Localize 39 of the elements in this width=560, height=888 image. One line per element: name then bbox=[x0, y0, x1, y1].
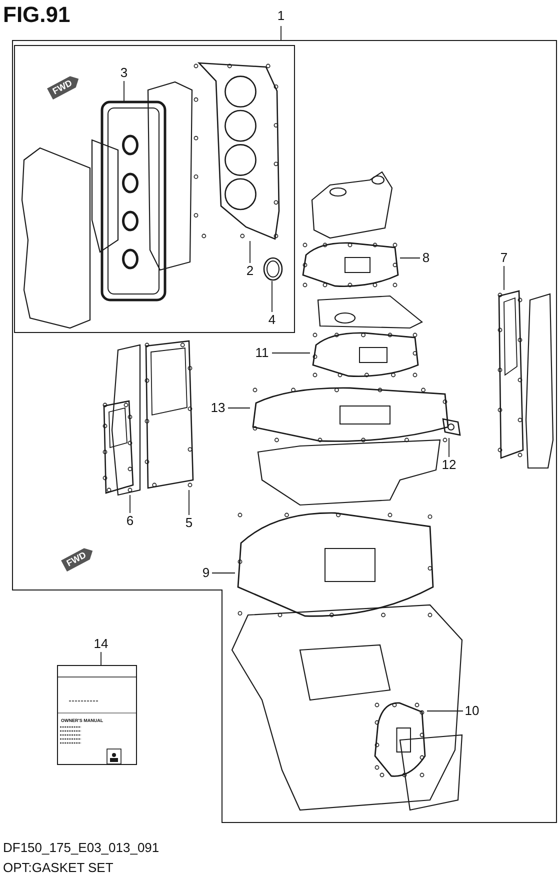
leader-line bbox=[448, 438, 450, 458]
callout-number: 3 bbox=[118, 65, 130, 81]
valve-cover-gasket-drawing bbox=[101, 101, 166, 301]
set-outline-frame bbox=[12, 40, 557, 823]
manual-drawing bbox=[57, 665, 137, 765]
gasket-drawing bbox=[100, 400, 135, 495]
figure-title: FIG.91 bbox=[3, 2, 70, 28]
leader-line bbox=[188, 490, 190, 516]
gasket-drawing bbox=[300, 240, 400, 290]
callout-number: 8 bbox=[420, 250, 432, 266]
callout-number: 9 bbox=[200, 565, 212, 581]
subset-outline-frame bbox=[14, 45, 295, 333]
leader-line bbox=[426, 710, 464, 712]
gasket-drawing bbox=[372, 700, 427, 780]
leader-line bbox=[280, 26, 282, 40]
callout-number: 12 bbox=[440, 457, 458, 473]
callout-number: 6 bbox=[124, 513, 136, 529]
callout-number: 11 bbox=[252, 345, 272, 361]
gasket-drawing bbox=[495, 290, 525, 460]
leader-line bbox=[100, 652, 102, 666]
leader-line bbox=[212, 572, 236, 574]
drawing-reference: DF150_175_E03_013_091 bbox=[3, 840, 160, 856]
gasket-drawing bbox=[235, 510, 435, 620]
leader-line bbox=[272, 352, 310, 354]
gasket-drawing bbox=[310, 330, 420, 380]
callout-number: 14 bbox=[92, 636, 110, 652]
callout-number: 4 bbox=[266, 312, 278, 328]
callout-number: 5 bbox=[183, 515, 195, 531]
drawing-reference: OPT:GASKET SET bbox=[3, 860, 114, 876]
o-ring-drawing bbox=[263, 257, 283, 281]
callout-number: 2 bbox=[244, 263, 256, 279]
callout-number: 1 bbox=[274, 8, 288, 26]
callout-number: 7 bbox=[498, 250, 510, 266]
callout-number: 10 bbox=[463, 703, 481, 719]
callout-number: 13 bbox=[208, 400, 228, 416]
gasket-drawing bbox=[142, 340, 195, 490]
gasket-drawing bbox=[250, 385, 450, 445]
head-gasket-drawing bbox=[191, 61, 281, 241]
small-gasket-drawing bbox=[440, 416, 462, 438]
